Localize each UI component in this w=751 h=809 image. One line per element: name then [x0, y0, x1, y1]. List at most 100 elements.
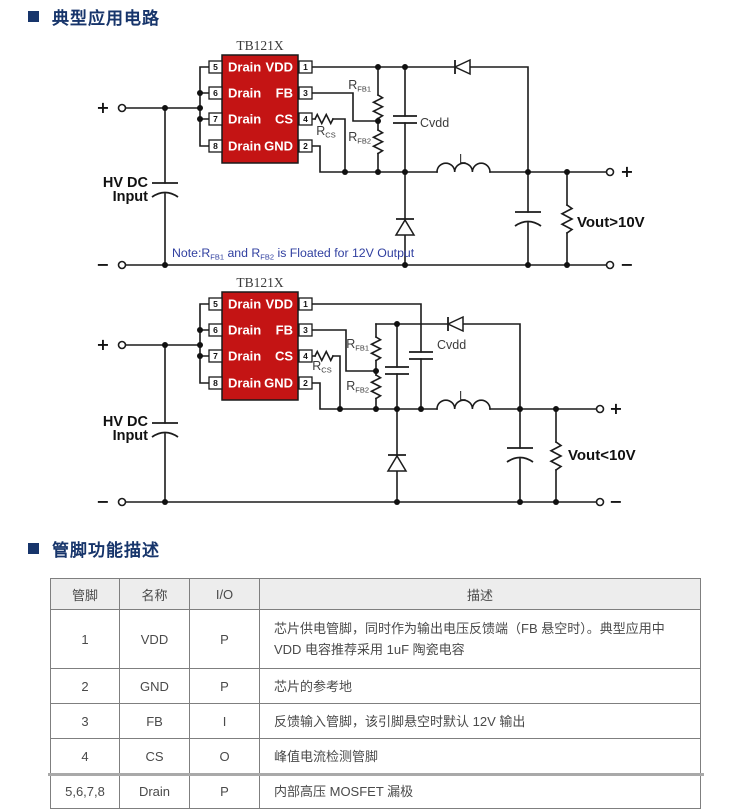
bullet-icon: [28, 11, 39, 22]
hv-input-label: Input: [113, 189, 149, 205]
terminal-negative-out: [595, 497, 605, 507]
plus-sign: +: [96, 98, 109, 117]
pin-function-table: 管脚 名称 I/O 描述 1 VDD P 芯片供电管脚，同时作为输出电压反馈端（…: [50, 578, 701, 809]
pin-number: 1: [303, 299, 308, 309]
col-header-io: I/O: [189, 578, 260, 610]
resistor-vout-load: [560, 203, 574, 235]
vout-label: Vout<10V: [568, 447, 636, 464]
pin-number: 4: [303, 114, 308, 124]
name-cell: VDD: [119, 609, 190, 669]
pin-label: VDD: [266, 60, 293, 75]
pin-label: Drain: [228, 86, 261, 101]
junction-dots: [162, 64, 570, 268]
pin-number: 1: [303, 62, 308, 72]
pin-cell: 5,6,7,8: [50, 773, 120, 809]
note-text: Note:RFB1 and RFB2 is Floated for 12V Ou…: [172, 246, 415, 262]
io-cell: P: [189, 668, 260, 704]
pin-number: 8: [213, 378, 218, 388]
minus-sign: −: [609, 492, 622, 511]
desc-cell: 反馈输入管脚，该引脚悬空时默认 12V 输出: [259, 703, 701, 739]
name-cell: FB: [119, 703, 190, 739]
resistor-rfb2: [371, 128, 385, 155]
vdd-diode: [453, 58, 471, 76]
vout-label: Vout>10V: [577, 214, 645, 231]
pin-number: 4: [303, 351, 308, 361]
freewheel-diode: [386, 454, 408, 472]
pin-cell: 2: [50, 668, 120, 704]
resistor-vout-load: [549, 440, 563, 472]
desc-cell: 芯片的参考地: [259, 668, 701, 704]
pin-number: 6: [213, 325, 218, 335]
terminal-positive-out: [595, 404, 605, 414]
name-cell: CS: [119, 738, 190, 774]
terminals: [117, 340, 605, 507]
terminal-positive-in: [117, 103, 127, 113]
pin-label: Drain: [228, 297, 261, 312]
pin-number: 3: [303, 325, 308, 335]
col-header-name: 名称: [119, 578, 190, 610]
pin-label: GND: [264, 139, 293, 154]
name-cell: Drain: [119, 773, 190, 809]
resistor-rfb1: [369, 335, 383, 362]
table-bottom-rule: [48, 773, 704, 776]
terminal-positive-in: [117, 340, 127, 350]
pin-label: Drain: [228, 349, 261, 364]
rcs-label: RCS: [316, 124, 335, 140]
minus-sign: −: [96, 255, 109, 274]
circuit-diagram-2: TB121X 5 6 7 8 1 3 4 2 Drain Drain Drain…: [96, 275, 636, 511]
desc-cell: 峰值电流检测管脚: [259, 738, 701, 774]
col-header-pin: 管脚: [50, 578, 120, 610]
output-capacitor: [514, 211, 542, 227]
plus-sign: +: [620, 162, 633, 181]
junction-dots: [162, 321, 559, 505]
terminal-negative-out: [605, 260, 615, 270]
rfb2-label: RFB2: [348, 130, 371, 146]
rfb1-label: RFB1: [346, 337, 369, 353]
pin-label: FB: [276, 323, 293, 338]
section-title: 典型应用电路: [52, 9, 160, 28]
pin-label: Drain: [228, 112, 261, 127]
terminals: [117, 103, 615, 270]
plus-sign: +: [96, 335, 109, 354]
hv-dc-label: HV DC: [103, 414, 149, 430]
cvdd-label: Cvdd: [420, 116, 449, 130]
table-row: 4 CS O 峰值电流检测管脚: [50, 738, 701, 774]
io-cell: P: [189, 773, 260, 809]
inductor-l: [436, 399, 491, 410]
cvdd-label: Cvdd: [437, 338, 466, 352]
input-capacitor: [151, 182, 179, 198]
terminal-positive-out: [605, 167, 615, 177]
minus-sign: −: [620, 255, 633, 274]
pin-label: GND: [264, 376, 293, 391]
rfb2-label: RFB2: [346, 379, 369, 395]
pin-label: CS: [275, 349, 293, 364]
terminal-negative-in: [117, 497, 127, 507]
output-capacitor: [506, 447, 534, 463]
chip-name: TB121X: [236, 275, 284, 290]
resistor-rfb1: [371, 93, 385, 120]
io-cell: O: [189, 738, 260, 774]
pin-cell: 4: [50, 738, 120, 774]
name-cell: GND: [119, 668, 190, 704]
pin-label: FB: [276, 86, 293, 101]
table-row: 3 FB I 反馈输入管脚，该引脚悬空时默认 12V 输出: [50, 703, 701, 739]
pin-label: CS: [275, 112, 293, 127]
pin-cell: 3: [50, 703, 120, 739]
table-header-row: 管脚 名称 I/O 描述: [50, 578, 701, 610]
cvdd-capacitor: [393, 115, 417, 124]
freewheel-diode: [394, 218, 416, 236]
circuit2-wires: [124, 303, 598, 503]
io-cell: P: [189, 609, 260, 669]
resistor-rcs: [313, 112, 335, 126]
pin-label: Drain: [228, 376, 261, 391]
hv-input-label: Input: [113, 428, 149, 444]
table-row: 2 GND P 芯片的参考地: [50, 668, 701, 704]
circuit1-wires: [124, 66, 608, 266]
inductor-label: L: [459, 152, 466, 166]
pin-number: 2: [303, 378, 308, 388]
pin-label: VDD: [266, 297, 293, 312]
minus-sign: −: [96, 492, 109, 511]
pin-label: Drain: [228, 60, 261, 75]
pin-cell: 1: [50, 609, 120, 669]
desc-cell: 内部高压 MOSFET 漏极: [259, 773, 701, 809]
